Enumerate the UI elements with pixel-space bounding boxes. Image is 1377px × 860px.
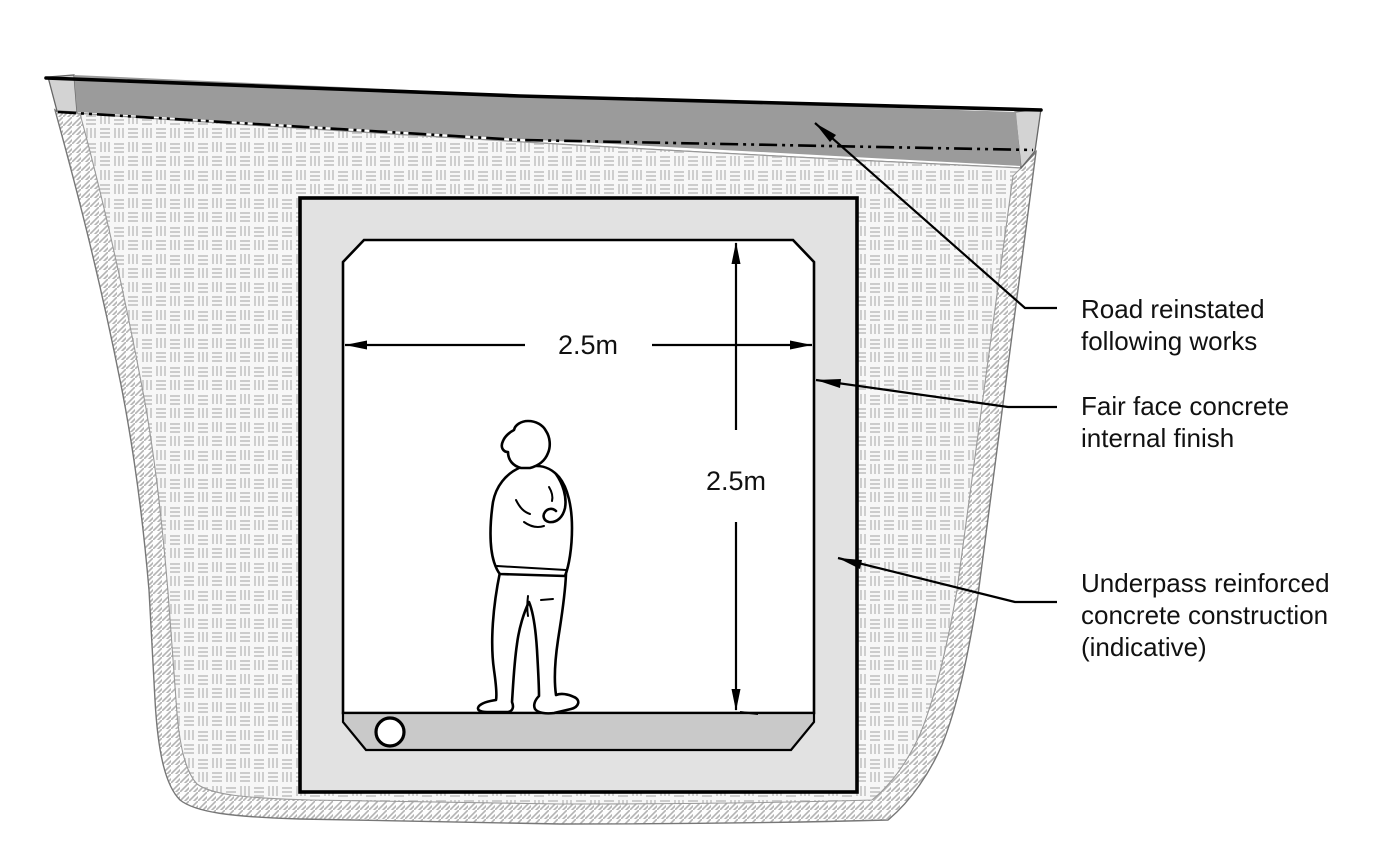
road-surface-fill: [74, 75, 1021, 166]
leader-finish: [815, 378, 1057, 409]
road-band: [44, 74, 1043, 170]
callout-labels: Road reinstated following works Fair fac…: [1081, 294, 1330, 662]
leader-road-arrowhead: [815, 123, 836, 142]
road-base-dashdot-line: [57, 110, 1034, 152]
structure-callout-line1: Underpass reinforced: [1081, 568, 1330, 598]
dimensions: 2.5m 2.5m: [345, 242, 812, 715]
person-legs: [476, 570, 580, 715]
finish-callout-line2: internal finish: [1081, 423, 1234, 453]
height-dim-arrow-top: [731, 242, 741, 264]
leader-finish-arrowhead: [816, 379, 841, 388]
height-dim-tick: [739, 711, 759, 715]
height-dim-label: 2.5m: [706, 466, 766, 496]
width-dim-arrow-left: [345, 340, 367, 350]
height-dim-arrow-bottom: [731, 689, 741, 711]
structure-callout-line3: (indicative): [1081, 632, 1207, 662]
person-figure: [476, 419, 580, 715]
underpass-box: [298, 196, 859, 794]
road-top-line: [44, 76, 1043, 112]
road-callout-line2: following works: [1081, 326, 1257, 356]
person-head: [500, 419, 552, 470]
callout-leaders: [814, 122, 1057, 604]
structure-callout-line2: concrete construction: [1081, 600, 1328, 630]
width-dim-label: 2.5m: [558, 330, 618, 360]
floor-screed-band: [341, 711, 816, 752]
duct-pipe-circle: [374, 716, 406, 748]
leader-road: [814, 122, 1057, 310]
person-creases: [496, 486, 567, 617]
leader-structure: [837, 556, 1057, 604]
finish-callout-line1: Fair face concrete: [1081, 391, 1289, 421]
person-arm: [542, 472, 567, 524]
leader-structure-arrowhead: [838, 558, 862, 569]
road-callout-line1: Road reinstated: [1081, 294, 1265, 324]
width-dim-arrow-right: [790, 340, 812, 350]
